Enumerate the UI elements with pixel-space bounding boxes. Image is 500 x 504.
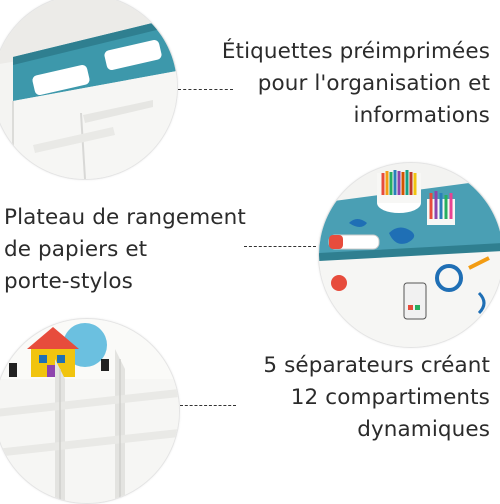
tray-closeup-illustration xyxy=(319,163,500,347)
callout-dividers-line-2: 12 compartiments xyxy=(290,385,490,410)
callout-labels-line-2: pour l'organisation et xyxy=(257,71,490,96)
callout-dividers: 5 séparateurs créant 12 compartiments dy… xyxy=(263,350,490,446)
callout-dividers-line-1: 5 séparateurs créant xyxy=(263,353,490,378)
callout-tray-line-2: de papiers et xyxy=(4,237,148,262)
connector-tray xyxy=(244,246,316,247)
callout-labels-line-3: informations xyxy=(353,103,490,128)
callout-tray: Plateau de rangement de papiers et porte… xyxy=(4,202,246,298)
dividers-closeup-illustration xyxy=(0,319,179,503)
image-tray-closeup xyxy=(318,162,500,348)
callout-tray-line-1: Plateau de rangement xyxy=(4,205,246,230)
label-closeup-illustration xyxy=(0,0,177,179)
image-dividers-closeup xyxy=(0,318,180,504)
callout-labels: Étiquettes préimprimées pour l'organisat… xyxy=(222,36,490,132)
image-label-closeup xyxy=(0,0,178,180)
connector-labels xyxy=(178,89,233,90)
callout-tray-line-3: porte-stylos xyxy=(4,269,133,294)
callout-dividers-line-3: dynamiques xyxy=(357,417,490,442)
connector-dividers xyxy=(180,405,236,406)
callout-labels-line-1: Étiquettes préimprimées xyxy=(221,39,490,64)
